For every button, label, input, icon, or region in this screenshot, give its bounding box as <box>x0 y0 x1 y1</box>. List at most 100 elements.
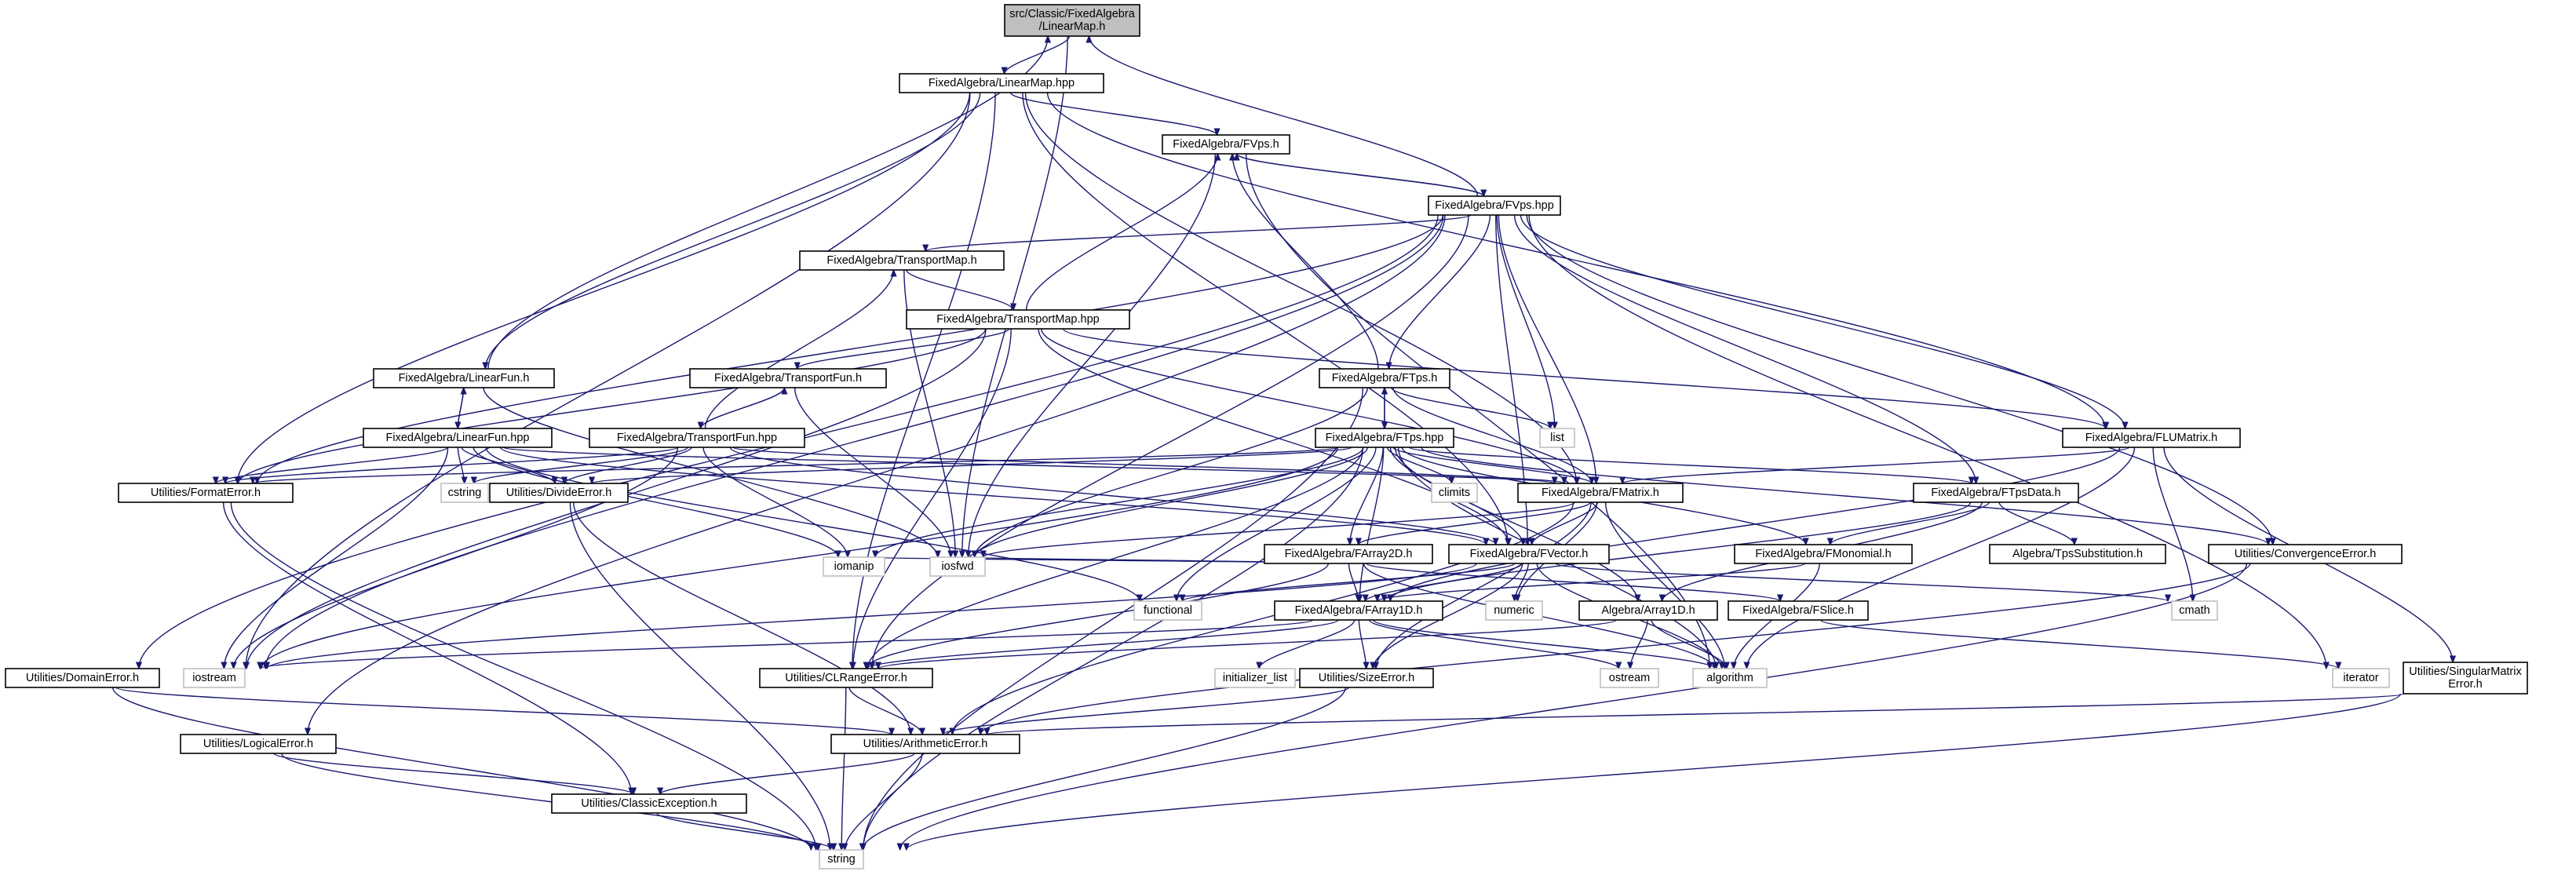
node-linearfun-h[interactable]: FixedAlgebra/LinearFun.h <box>373 368 555 388</box>
edge-root-to-linearmap-hpp <box>1005 35 1071 74</box>
edge-transportfun-hpp-to-transportmap-h <box>704 270 893 429</box>
edge-line <box>224 447 449 669</box>
edge-line <box>1496 214 1555 428</box>
edge-linearmap-hpp-to-formaterror-h <box>238 92 971 483</box>
edge-line <box>1373 563 1523 669</box>
edge-line <box>253 447 1338 483</box>
edge-line <box>729 447 1495 545</box>
node-label: iterator <box>2343 672 2378 684</box>
edge-line <box>797 328 1009 370</box>
edge-clrangeerror-h-to-arithmeticerror-h <box>848 687 922 735</box>
edge-clrangeerror-h-to-string <box>841 687 847 850</box>
node-box <box>1162 134 1290 155</box>
node-convergenceerror-h[interactable]: Utilities/ConvergenceError.h <box>2208 544 2403 564</box>
node-ftps-hpp[interactable]: FixedAlgebra/FTps.hpp <box>1315 428 1454 448</box>
edge-fvector-h-to-numeric <box>1515 563 1529 601</box>
edge-line <box>483 387 938 557</box>
edge-line <box>1394 447 1637 601</box>
edge-flumatrix-h-to-fmatrix-h <box>1622 447 2130 483</box>
node-fmonomial-h[interactable]: FixedAlgebra/FMonomial.h <box>1734 544 1913 564</box>
node-label: ostream <box>1609 672 1650 684</box>
edge-line <box>907 693 2401 850</box>
node-arithmeticerror-h[interactable]: Utilities/ArithmeticError.h <box>830 734 1020 754</box>
node-ftps-h[interactable]: FixedAlgebra/FTps.h <box>1319 368 1450 388</box>
node-box <box>799 250 1005 271</box>
node-fvps-hpp[interactable]: FixedAlgebra/FVps.hpp <box>1428 195 1561 216</box>
node-fslice-h[interactable]: FixedAlgebra/FSlice.h <box>1728 600 1869 621</box>
edge-fvps-hpp-to-fvps-h <box>1237 153 1485 197</box>
node-label: Utilities/DivideError.h <box>506 487 612 499</box>
edge-ftps-hpp-to-farray2d-h <box>1350 447 1384 545</box>
node-box <box>2062 428 2241 448</box>
node-sizeerror-h[interactable]: Utilities/SizeError.h <box>1299 668 1434 688</box>
edge-line <box>906 269 1013 310</box>
node-label: Algebra/Array1D.h <box>1601 604 1695 617</box>
edge-line <box>1366 563 1780 602</box>
edge-ftpsdata-h-to-farray1d-h <box>1384 501 1972 601</box>
node-linearfun-hpp[interactable]: FixedAlgebra/LinearFun.hpp <box>363 428 553 448</box>
node-box <box>1578 600 1718 621</box>
edge-linearmap-hpp-to-linearfun-h <box>485 92 981 369</box>
edge-line <box>980 563 2251 735</box>
edge-line <box>699 388 785 429</box>
node-label: FixedAlgebra/LinearFun.hpp <box>386 432 530 444</box>
edge-linearmap-hpp-to-fvector-h <box>1022 92 1508 545</box>
edge-line <box>1555 563 2168 601</box>
edge-fmatrix-h-to-arithmeticerror-h <box>952 501 1574 735</box>
edge-ftps-h-to-fvps-h <box>1232 154 1379 370</box>
node-label: Utilities/ConvergenceError.h <box>2235 548 2377 560</box>
edge-line <box>925 214 1472 251</box>
node-array1d-h[interactable]: Algebra/Array1D.h <box>1578 600 1718 621</box>
edge-line <box>1515 563 1529 601</box>
edge-line <box>845 753 923 850</box>
node-farray1d-h[interactable]: FixedAlgebra/FArray1D.h <box>1274 600 1443 621</box>
edge-line <box>2152 447 2193 601</box>
edge-line <box>1384 501 1972 601</box>
node-transportmap-h[interactable]: FixedAlgebra/TransportMap.h <box>799 250 1005 271</box>
edge-transportfun-hpp-to-formaterror-h <box>225 447 678 484</box>
node-flumatrix-h[interactable]: FixedAlgebra/FLUMatrix.h <box>2062 428 2241 448</box>
edge-line <box>1009 92 1217 136</box>
node-transportfun-h[interactable]: FixedAlgebra/TransportFun.h <box>689 368 887 388</box>
node-transportmap-hpp[interactable]: FixedAlgebra/TransportMap.hpp <box>906 309 1130 330</box>
node-clrangeerror-h[interactable]: Utilities/CLRangeError.h <box>759 668 933 688</box>
edge-line <box>1528 214 2326 669</box>
edge-ftps-hpp-to-iosfwd <box>975 447 1368 557</box>
node-label: FixedAlgebra/FTps.h <box>1332 372 1438 385</box>
node-box <box>1274 600 1443 621</box>
edge-line <box>853 328 1012 669</box>
node-logicalerror-h[interactable]: Utilities/LogicalError.h <box>180 734 337 754</box>
node-box <box>363 428 553 448</box>
node-label: Algebra/TpsSubstitution.h <box>2012 548 2143 560</box>
node-box <box>823 556 885 577</box>
node-box <box>2403 662 2528 695</box>
node-classicexception-h[interactable]: Utilities/ClassicException.h <box>551 793 747 814</box>
node-fvps-h[interactable]: FixedAlgebra/FVps.h <box>1162 134 1290 155</box>
node-fvector-h[interactable]: FixedAlgebra/FVector.h <box>1448 544 1610 564</box>
edge-line <box>1526 214 2272 545</box>
node-fmatrix-h[interactable]: FixedAlgebra/FMatrix.h <box>1517 483 1684 503</box>
edge-transportmap-hpp-to-fmatrix-h <box>1040 328 1578 483</box>
edge-line <box>878 619 1617 669</box>
edge-ftps-h-to-iosfwd <box>975 387 1368 557</box>
edge-line <box>1366 563 1523 602</box>
node-divideerror-h[interactable]: Utilities/DivideError.h <box>489 483 629 503</box>
node-label: FixedAlgebra/FMatrix.h <box>1542 487 1659 499</box>
edge-line <box>1359 501 1591 545</box>
node-transportfun-hpp[interactable]: FixedAlgebra/TransportFun.hpp <box>589 428 805 448</box>
node-ftpsdata-h[interactable]: FixedAlgebra/FTpsData.h <box>1913 483 2079 503</box>
edge-sizeerror-h-to-string <box>863 687 1346 850</box>
edge-fvps-hpp-to-iostream <box>265 214 1444 669</box>
edge-line <box>1746 447 2136 669</box>
edge-fvps-hpp-to-transportmap-h <box>925 214 1472 251</box>
node-linearmap-hpp[interactable]: FixedAlgebra/LinearMap.hpp <box>899 73 1104 93</box>
node-formaterror-h[interactable]: Utilities/FormatError.h <box>118 483 294 503</box>
node-label: numeric <box>1494 604 1534 617</box>
node-root[interactable]: src/Classic/FixedAlgebra/LinearMap.h <box>1004 4 1140 37</box>
node-utilities-domainerror-h[interactable]: Utilities/DomainError.h <box>5 668 160 688</box>
node-farray2d-h[interactable]: FixedAlgebra/FArray2D.h <box>1264 544 1433 564</box>
edge-line <box>265 214 1444 669</box>
node-label: FixedAlgebra/TransportMap.h <box>826 254 976 267</box>
node-tpssubstitution-h[interactable]: Algebra/TpsSubstitution.h <box>1989 544 2166 564</box>
